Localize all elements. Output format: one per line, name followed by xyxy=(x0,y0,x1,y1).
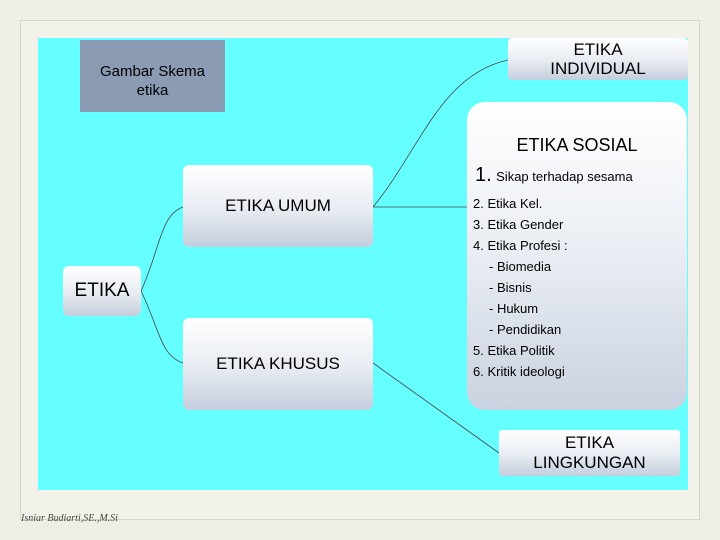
author-credit: Isniar Budiarti,SE.,M.Si xyxy=(21,513,118,524)
node-etika-lingkungan: ETIKA LINGKUNGAN xyxy=(499,430,680,476)
list-item: 3. Etika Gender xyxy=(473,217,564,232)
list-item: - Pendidikan xyxy=(489,322,562,337)
node-etika-sosial: ETIKA SOSIAL 1. Sikap terhadap sesama 2.… xyxy=(467,102,687,410)
list-item: 4. Etika Profesi : xyxy=(473,238,568,253)
list-item: 2. Etika Kel. xyxy=(473,196,543,211)
link-etika-khusus xyxy=(140,290,184,364)
etika-sosial-first-item: 1. Sikap terhadap sesama xyxy=(475,164,633,187)
list-item: - Bisnis xyxy=(489,280,532,295)
first-item-text: Sikap terhadap sesama xyxy=(496,169,633,184)
node-etika-umum: ETIKA UMUM xyxy=(183,165,373,247)
node-etika-label: ETIKA xyxy=(74,280,130,301)
node-etika-individual-label: ETIKA INDIVIDUAL xyxy=(550,40,646,78)
node-etika-khusus: ETIKA KHUSUS xyxy=(183,318,373,410)
node-etika-individual: ETIKA INDIVIDUAL xyxy=(508,38,688,80)
etika-sosial-list: 2. Etika Kel. 3. Etika Gender 4. Etika P… xyxy=(473,193,568,382)
diagram-title-box: Gambar Skema etika xyxy=(80,40,225,112)
etika-sosial-heading: ETIKA SOSIAL xyxy=(516,135,638,155)
first-item-number: 1. xyxy=(475,164,492,186)
node-etika: ETIKA xyxy=(63,266,141,316)
list-item: - Biomedia xyxy=(489,259,552,274)
diagram-title: Gambar Skema etika xyxy=(99,63,206,99)
link-umum-individual xyxy=(372,59,509,208)
list-item: - Hukum xyxy=(489,301,539,316)
link-khusus-lingkungan xyxy=(372,362,500,454)
node-etika-khusus-label: ETIKA KHUSUS xyxy=(216,354,340,373)
node-etika-lingkungan-label: ETIKA LINGKUNGAN xyxy=(533,433,646,472)
link-etika-umum xyxy=(140,206,184,292)
list-item: 6. Kritik ideologi xyxy=(473,364,565,379)
node-etika-umum-label: ETIKA UMUM xyxy=(225,196,331,215)
list-item: 5. Etika Politik xyxy=(473,343,555,358)
